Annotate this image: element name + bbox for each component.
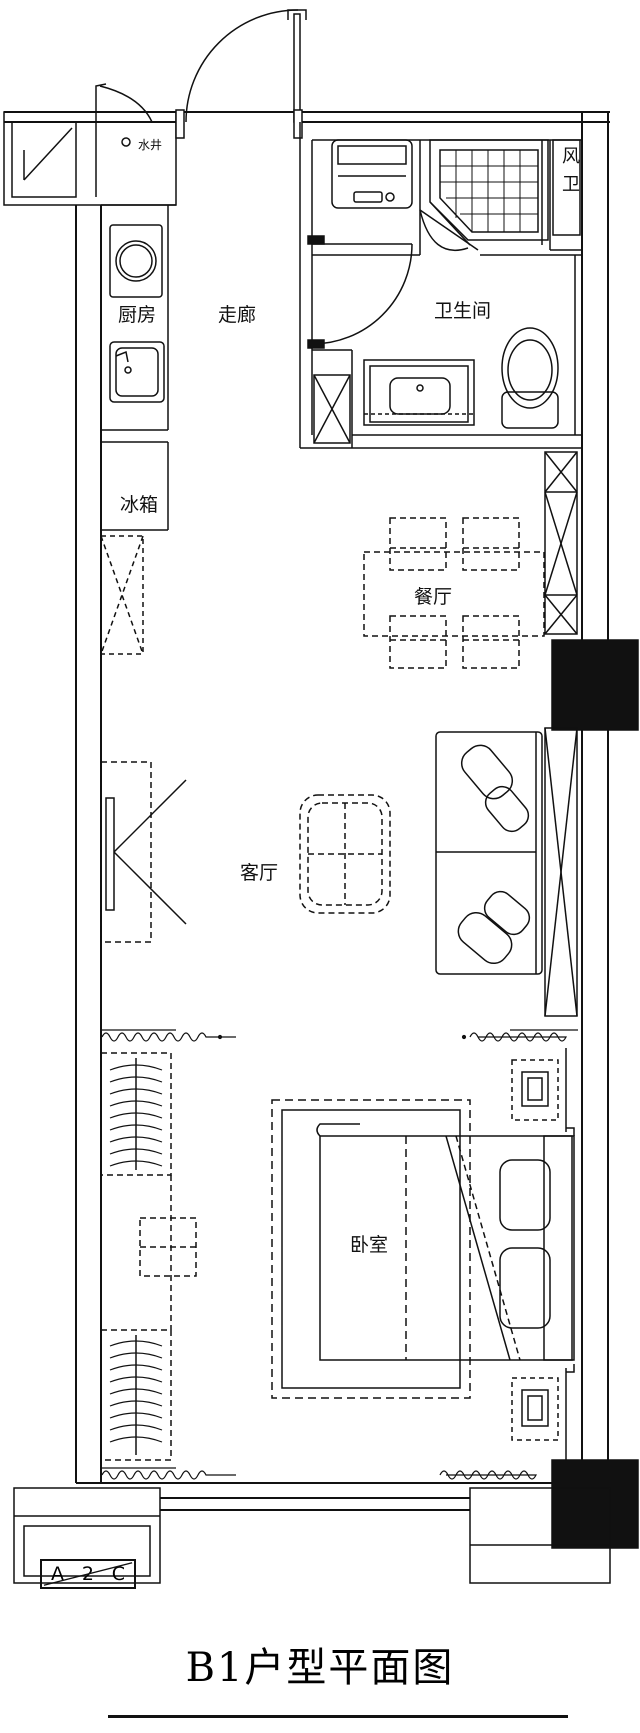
- unit-code-c: C: [111, 1563, 126, 1585]
- floor-plan-title: B1户型平面图: [185, 1645, 455, 1691]
- dining-label: 餐厅: [414, 586, 453, 608]
- balcony-left: [13, 1487, 161, 1584]
- living-label: 客厅: [240, 862, 279, 884]
- nightstand-upper: [511, 1059, 559, 1121]
- water-shaft: [3, 83, 177, 206]
- curtain-bottom-right: [439, 1470, 537, 1480]
- tv-cabinet: [100, 761, 187, 943]
- desk-chair: [139, 1217, 197, 1277]
- outer-walls: [4, 111, 610, 1511]
- corridor-label: 走廊: [218, 304, 257, 326]
- kitchen-counter: [101, 204, 176, 431]
- kitchen-label: 厨房: [118, 304, 157, 326]
- shower-stall: [419, 139, 549, 252]
- fridge: [101, 441, 169, 531]
- structural-column-lower: [551, 1459, 639, 1549]
- curtain-top-left: [101, 1029, 236, 1042]
- curtain-top-right: [461, 1029, 578, 1042]
- bathroom-walls: [299, 122, 582, 449]
- bathroom-door: [307, 235, 413, 349]
- bathroom-sink: [363, 359, 475, 426]
- ventilation-label: 风卫: [559, 146, 580, 202]
- title-underline: [108, 1715, 568, 1718]
- dining-table-set: [363, 517, 545, 669]
- duct-box-bathroom: [313, 374, 351, 444]
- unit-code-box: A 2 C: [40, 1559, 136, 1589]
- water-well-label: 水井: [138, 138, 163, 152]
- unit-code-a: A: [50, 1563, 64, 1585]
- wardrobe-upper: [100, 1052, 172, 1176]
- ventilation-shaft: [552, 139, 581, 236]
- tall-cabinet-right: [544, 727, 578, 1017]
- bathroom-label: 卫生间: [434, 300, 492, 322]
- entry-door: [175, 9, 307, 139]
- unit-code-slash: [43, 1562, 133, 1586]
- bedroom-right-wall: [565, 1048, 575, 1460]
- curtain-bottom-left: [101, 1467, 236, 1480]
- structural-column-upper: [551, 639, 639, 731]
- fridge-label: 冰箱: [120, 494, 159, 516]
- wardrobe-lower: [100, 1329, 172, 1461]
- washer-fixture: [331, 139, 413, 209]
- balcony-right: [469, 1487, 611, 1584]
- coffee-table: [299, 794, 391, 914]
- toilet: [501, 327, 559, 429]
- storage-cabinet: [100, 535, 144, 655]
- nightstand-lower: [511, 1377, 559, 1441]
- sofa: [435, 731, 543, 975]
- bedroom-label: 卧室: [350, 1234, 389, 1256]
- bed: [271, 1099, 575, 1399]
- right-duct-stack: [544, 451, 578, 635]
